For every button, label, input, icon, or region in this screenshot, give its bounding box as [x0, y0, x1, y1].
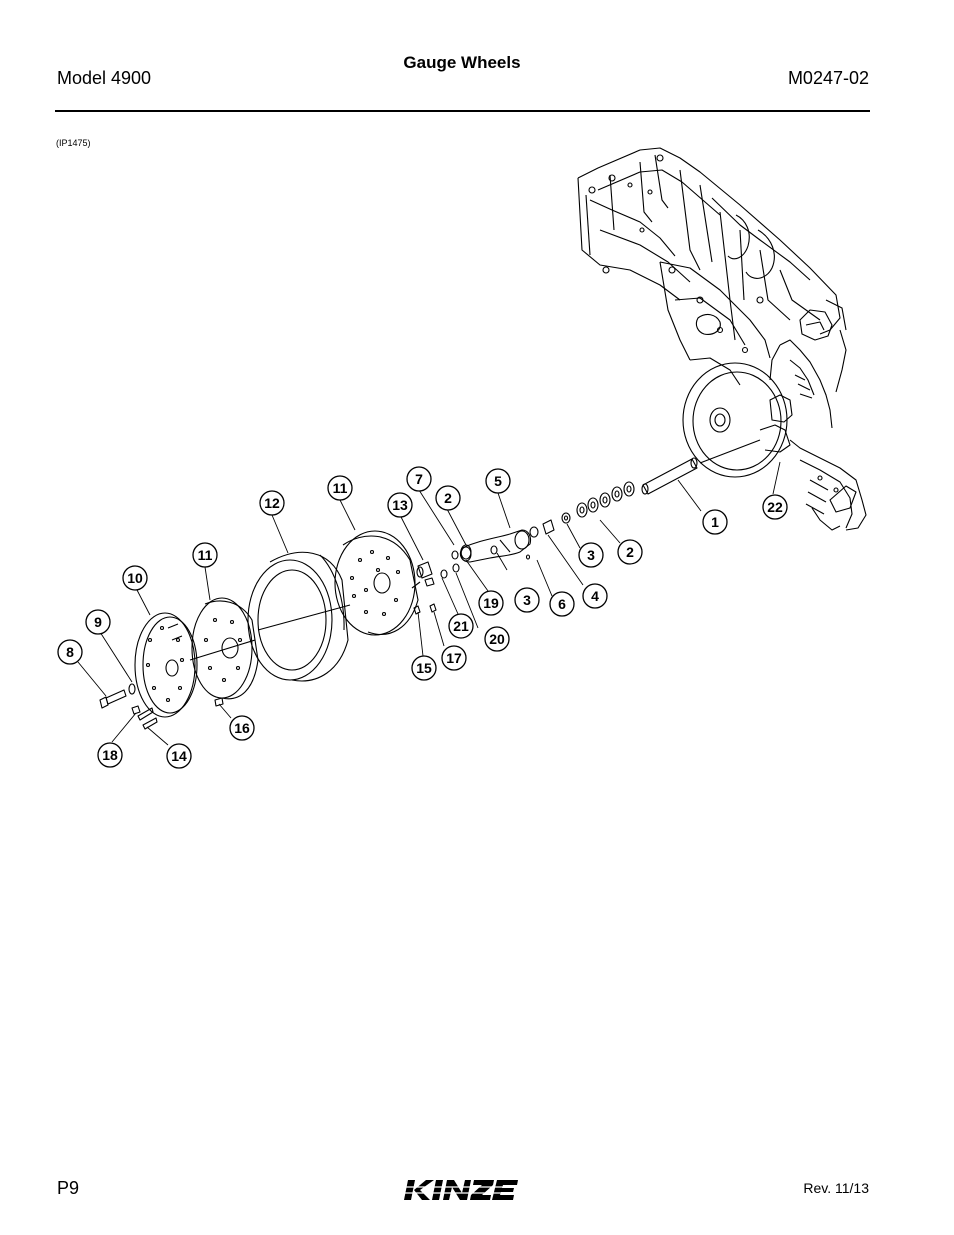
- kinze-logo: [404, 1180, 518, 1200]
- callout-14: 14: [171, 748, 187, 764]
- callout-17: 17: [446, 650, 462, 666]
- callout-2: 2: [444, 490, 452, 506]
- part-wheel-half-inner: [334, 530, 419, 636]
- callout-20: 20: [489, 631, 505, 647]
- callout-13: 13: [392, 497, 408, 513]
- callout-5: 5: [494, 473, 502, 489]
- callout-4: 4: [591, 588, 599, 604]
- header-divider: [55, 110, 870, 112]
- callout-15: 15: [416, 660, 432, 676]
- figure-reference: (IP1475): [56, 138, 91, 148]
- callout-6: 6: [558, 596, 566, 612]
- revision-date: Rev. 11/13: [803, 1180, 869, 1196]
- callout-10: 10: [127, 570, 143, 586]
- part-hub-hardware: [413, 544, 531, 615]
- page-title: Gauge Wheels: [403, 53, 521, 72]
- part-tire: [247, 551, 349, 682]
- callout-7: 7: [415, 471, 423, 487]
- callout-12: 12: [264, 495, 280, 511]
- part-bushing: [529, 519, 555, 538]
- callout-9: 9: [94, 614, 102, 630]
- document-number: M0247-02: [787, 68, 869, 88]
- part-shaft: [641, 457, 698, 495]
- callout-11: 11: [198, 547, 213, 563]
- part-hub-cap: [134, 612, 198, 718]
- callout-1: 1: [711, 514, 719, 530]
- opener-disc: [682, 362, 788, 478]
- part-wheel-half-outer: [191, 597, 259, 700]
- callout-leaders: [77, 461, 781, 746]
- callout-8: 8: [66, 644, 74, 660]
- callout-22: 22: [767, 499, 783, 515]
- callout-19: 19: [483, 595, 499, 611]
- callout-3: 3: [523, 592, 531, 608]
- page-number: P9: [57, 1178, 80, 1198]
- callout-16: 16: [234, 720, 250, 736]
- callout-11: 11: [333, 480, 348, 496]
- model-label: Model 4900: [57, 68, 152, 88]
- exploded-axis-lines: [189, 439, 761, 661]
- callout-labels: 1 2 2 3 3 4 5 6 7 8 9 10 11 11 12 13 14 …: [66, 471, 783, 764]
- row-unit-frame: [577, 147, 867, 531]
- part-washer-stack-right: [561, 481, 635, 524]
- callout-21: 21: [453, 618, 469, 634]
- callouts: [57, 466, 788, 769]
- callout-3: 3: [587, 547, 595, 563]
- callout-2: 2: [626, 544, 634, 560]
- callout-18: 18: [102, 747, 118, 763]
- part-fasteners: [99, 683, 224, 730]
